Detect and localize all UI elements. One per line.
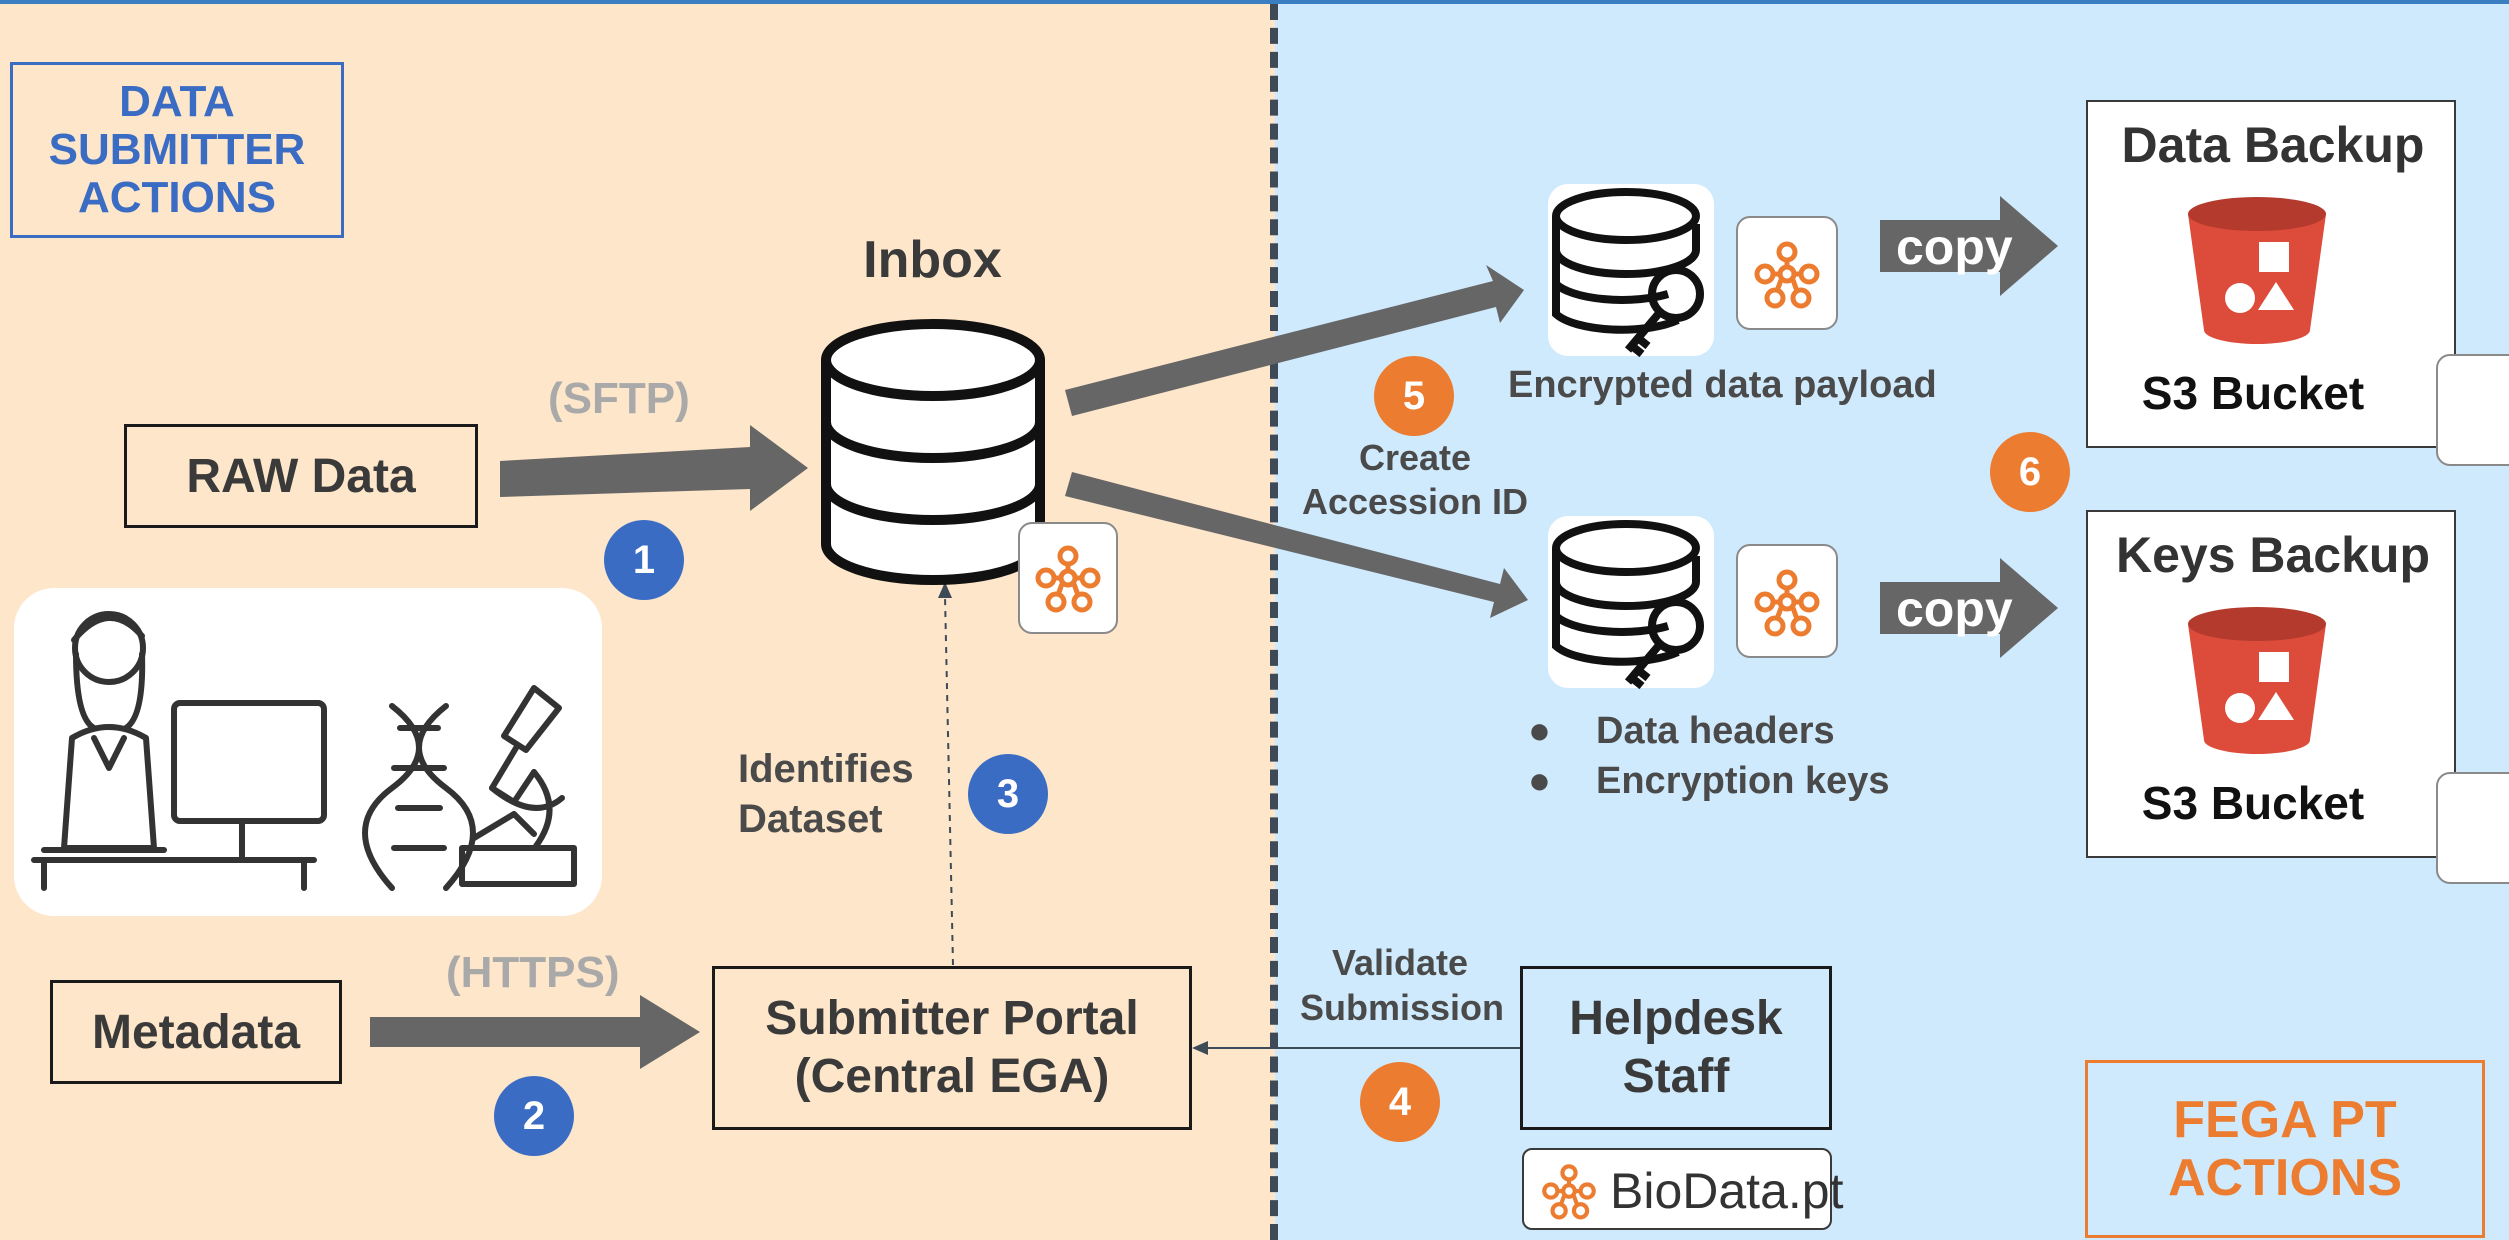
researcher-illustration: [14, 588, 602, 916]
data-backup-bucket-label: S3 Bucket: [2141, 367, 2365, 419]
keys-backup-title: Keys Backup: [2115, 527, 2431, 583]
validate-submission-label: Validate Submission: [1300, 942, 1505, 1028]
bullet-data-headers: Data headers: [1596, 710, 1835, 752]
keys-backup-card: Keys Backup S3 Bucket: [2086, 510, 2456, 858]
molecule-icon: [1754, 241, 1820, 309]
copy-label-top: copy: [1896, 219, 2013, 275]
biodata-pt-logo: BioData.pt: [1522, 1148, 1843, 1230]
payload-arrow: [1065, 265, 1524, 416]
bullet-encryption-keys: Encryption keys: [1596, 760, 1890, 802]
keys-backup-bucket-label: S3 Bucket: [2141, 777, 2365, 829]
step-2-badge: 2: [494, 1076, 574, 1156]
molecule-icon: [1035, 545, 1101, 613]
copy-label-bottom: copy: [1896, 581, 2013, 637]
database-key-icon: [1552, 520, 1704, 690]
create-accession-label: Create Accession ID: [1301, 437, 1529, 522]
sftp-arrow: [500, 425, 808, 511]
step-6-badge: 6: [1990, 432, 2070, 512]
metadata-box: Metadata: [50, 980, 342, 1084]
keys-biodata-logo: [1736, 544, 1838, 658]
keys-backup-biodata-logo: [2436, 772, 2509, 884]
data-backup-biodata-logo: [2436, 354, 2509, 466]
identifies-dataset-label: Identifies Dataset: [738, 747, 914, 841]
submitter-actions-heading: DATA SUBMITTER ACTIONS: [10, 62, 344, 238]
inbox-title: Inbox: [863, 231, 1002, 289]
database-key-icon: [1552, 188, 1704, 358]
submitter-portal-box: Submitter Portal (Central EGA): [712, 966, 1192, 1130]
https-arrow: [370, 995, 700, 1069]
raw-data-box: RAW Data: [124, 424, 478, 528]
sftp-label: (SFTP): [548, 374, 690, 423]
top-bar: [0, 0, 2509, 4]
helpdesk-staff-box: Helpdesk Staff: [1520, 966, 1832, 1130]
inbox-biodata-logo: [1018, 522, 1118, 634]
identifies-connector: [944, 595, 954, 966]
step-3-badge: 3: [968, 754, 1048, 834]
keys-arrow: [1065, 472, 1528, 618]
data-backup-card: Data Backup S3 Bucket: [2086, 100, 2456, 448]
zone-divider: [1270, 4, 1278, 1240]
keys-db: [1548, 516, 1714, 690]
https-label: (HTTPS): [446, 948, 620, 997]
s3-bucket-icon: [2188, 197, 2326, 344]
key-bullets: ●Data headers ●Encryption keys: [1528, 710, 1948, 810]
encrypted-payload-db: [1548, 184, 1714, 358]
step-4-badge: 4: [1360, 1062, 1440, 1142]
bullet-item: ●Encryption keys: [1528, 760, 1890, 802]
copy-arrow-top: [1880, 196, 2058, 296]
data-backup-title: Data Backup: [2121, 117, 2425, 173]
biodata-pt-text: BioData.pt: [1610, 1163, 1844, 1219]
bullet-item: ●Data headers: [1528, 710, 1835, 752]
step-5-badge: 5: [1374, 356, 1454, 436]
molecule-icon: [1542, 1164, 1596, 1220]
molecule-icon: [1754, 569, 1820, 637]
step-1-badge: 1: [604, 520, 684, 600]
payload-biodata-logo: [1736, 216, 1838, 330]
encrypted-payload-label: Encrypted data payload: [1508, 364, 1937, 406]
copy-arrow-bottom: [1880, 558, 2058, 658]
researcher-icon: [31, 611, 577, 891]
s3-bucket-icon: [2188, 607, 2326, 754]
inbox-database-icon: [821, 319, 1045, 585]
fega-actions-heading: FEGA PT ACTIONS: [2085, 1060, 2485, 1238]
